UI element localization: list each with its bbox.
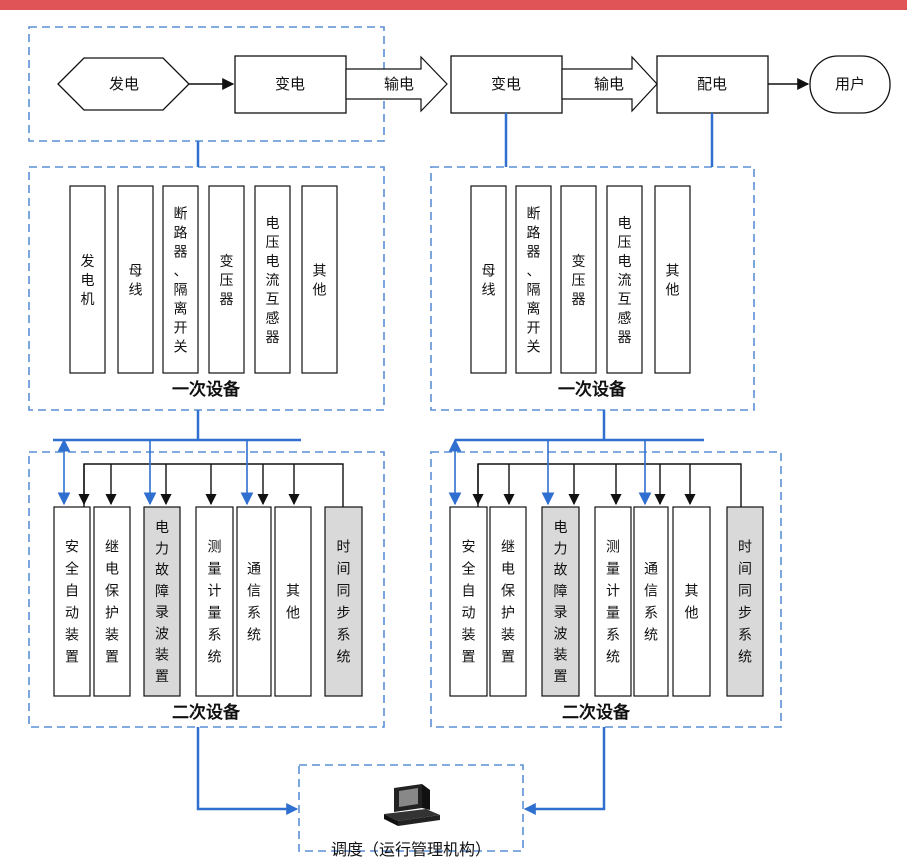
transform2-node xyxy=(450,55,563,114)
right-primary-region xyxy=(430,166,755,411)
secondary-equipment-box xyxy=(594,506,632,697)
secondary-equipment-box xyxy=(93,506,131,697)
secondary-equipment-label: 测量计量系统 xyxy=(606,540,620,666)
primary-equipment-label: 其他 xyxy=(666,264,680,299)
primary-equipment-label: 电压电流互感器 xyxy=(266,216,280,346)
signal-bus xyxy=(477,463,742,507)
secondary-equipment-box xyxy=(726,506,764,697)
primary-equipment-box xyxy=(117,185,154,374)
left-primary-label: 一次设备 xyxy=(172,379,241,400)
left-secondary-region xyxy=(28,451,385,728)
primary-equipment-box xyxy=(69,185,106,374)
primary-equipment-label: 母线 xyxy=(482,264,496,299)
user-label: 用户 xyxy=(835,75,865,93)
blue-connectors xyxy=(53,113,714,811)
secondary-equipment-box xyxy=(489,506,527,697)
right-secondary-label: 二次设备 xyxy=(562,702,631,723)
user-node xyxy=(809,55,891,114)
distribution-label: 配电 xyxy=(697,75,727,93)
primary-equipment-label: 断路器、隔离开关 xyxy=(527,207,541,356)
primary-equipment-box xyxy=(606,185,643,374)
right-secondary-wiring xyxy=(448,438,742,507)
left-secondary-label: 二次设备 xyxy=(172,702,241,723)
primary-equipment-label: 断路器、隔离开关 xyxy=(174,207,188,356)
right-secondary-region xyxy=(430,451,782,728)
primary-equipment-box xyxy=(515,185,552,374)
computer-icon xyxy=(384,784,440,826)
transmission2-label: 输电 xyxy=(594,75,624,93)
secondary-equipment-box xyxy=(449,506,488,697)
transmission1-arrow xyxy=(345,55,448,113)
primary-equipment-label: 母线 xyxy=(129,264,143,299)
transform1-node xyxy=(234,55,347,114)
secondary-equipment-label: 电力故障录波装置 xyxy=(554,520,568,685)
secondary-equipment-label: 通信系统 xyxy=(644,562,658,644)
primary-equipment-box xyxy=(162,185,199,374)
secondary-equipment-label: 安全自动装置 xyxy=(65,540,79,666)
primary-equipment-box xyxy=(208,185,245,374)
dispatch-label: 调度（运行管理机构） xyxy=(331,840,491,859)
generation-label: 发电 xyxy=(109,75,139,93)
left-secondary-items: 安全自动装置 继电保护装置 电力故障录波装置 测量计量系统 通信系统 其他 时间同步系统 xyxy=(53,506,363,697)
secondary-equipment-box xyxy=(633,506,669,697)
secondary-equipment-label: 其他 xyxy=(685,584,699,622)
secondary-equipment-label: 时间同步系统 xyxy=(337,540,351,666)
secondary-equipment-label: 时间同步系统 xyxy=(738,540,752,666)
secondary-equipment-box xyxy=(541,506,580,697)
secondary-equipment-box xyxy=(53,506,91,697)
secondary-equipment-label: 继电保护装置 xyxy=(501,540,515,666)
primary-equipment-label: 发电机 xyxy=(81,254,95,308)
secondary-equipment-label: 安全自动装置 xyxy=(462,540,476,666)
secondary-equipment-label: 测量计量系统 xyxy=(208,540,222,666)
right-secondary-items: 安全自动装置 继电保护装置 电力故障录波装置 测量计量系统 通信系统 其他 时间同步系统 xyxy=(449,506,764,697)
secondary-equipment-label: 通信系统 xyxy=(247,562,261,644)
left-secondary-wiring xyxy=(57,438,344,507)
primary-equipment-label: 其他 xyxy=(313,264,327,299)
secondary-equipment-box xyxy=(195,506,234,697)
top-accent-bar xyxy=(0,0,907,10)
secondary-equipment-label: 电力故障录波装置 xyxy=(155,520,169,685)
primary-equipment-box xyxy=(301,185,338,374)
transmission2-arrow xyxy=(561,55,658,113)
primary-equipment-box xyxy=(470,185,507,374)
primary-equipment-box xyxy=(560,185,597,374)
secondary-equipment-box xyxy=(324,506,363,697)
secondary-equipment-label: 其他 xyxy=(286,584,300,622)
signal-bus xyxy=(83,463,344,507)
right-primary-items: 母线 断路器、隔离开关 变压器 电压电流互感器 其他 xyxy=(470,185,691,374)
transform1-label: 变电 xyxy=(275,75,305,93)
right-primary-label: 一次设备 xyxy=(558,379,627,400)
secondary-equipment-box xyxy=(274,506,312,697)
secondary-equipment-box xyxy=(236,506,272,697)
transform2-label: 变电 xyxy=(491,75,521,93)
secondary-equipment-box xyxy=(143,506,181,697)
primary-equipment-label: 变压器 xyxy=(572,254,586,308)
dispatch-region xyxy=(298,764,524,852)
secondary-equipment-box xyxy=(672,506,711,697)
energy-flow: 发电 变电 输电 变电 输电 配电 用户 xyxy=(57,55,891,114)
primary-equipment-label: 变压器 xyxy=(220,254,234,308)
primary-equipment-box xyxy=(254,185,291,374)
primary-equipment-box xyxy=(654,185,691,374)
left-primary-items: 发电机 母线 断路器、隔离开关 变压器 电压电流互感器 其他 xyxy=(69,185,338,374)
primary-equipment-label: 电压电流互感器 xyxy=(618,216,632,346)
transmission1-label: 输电 xyxy=(384,75,414,93)
secondary-equipment-label: 继电保护装置 xyxy=(105,540,119,666)
